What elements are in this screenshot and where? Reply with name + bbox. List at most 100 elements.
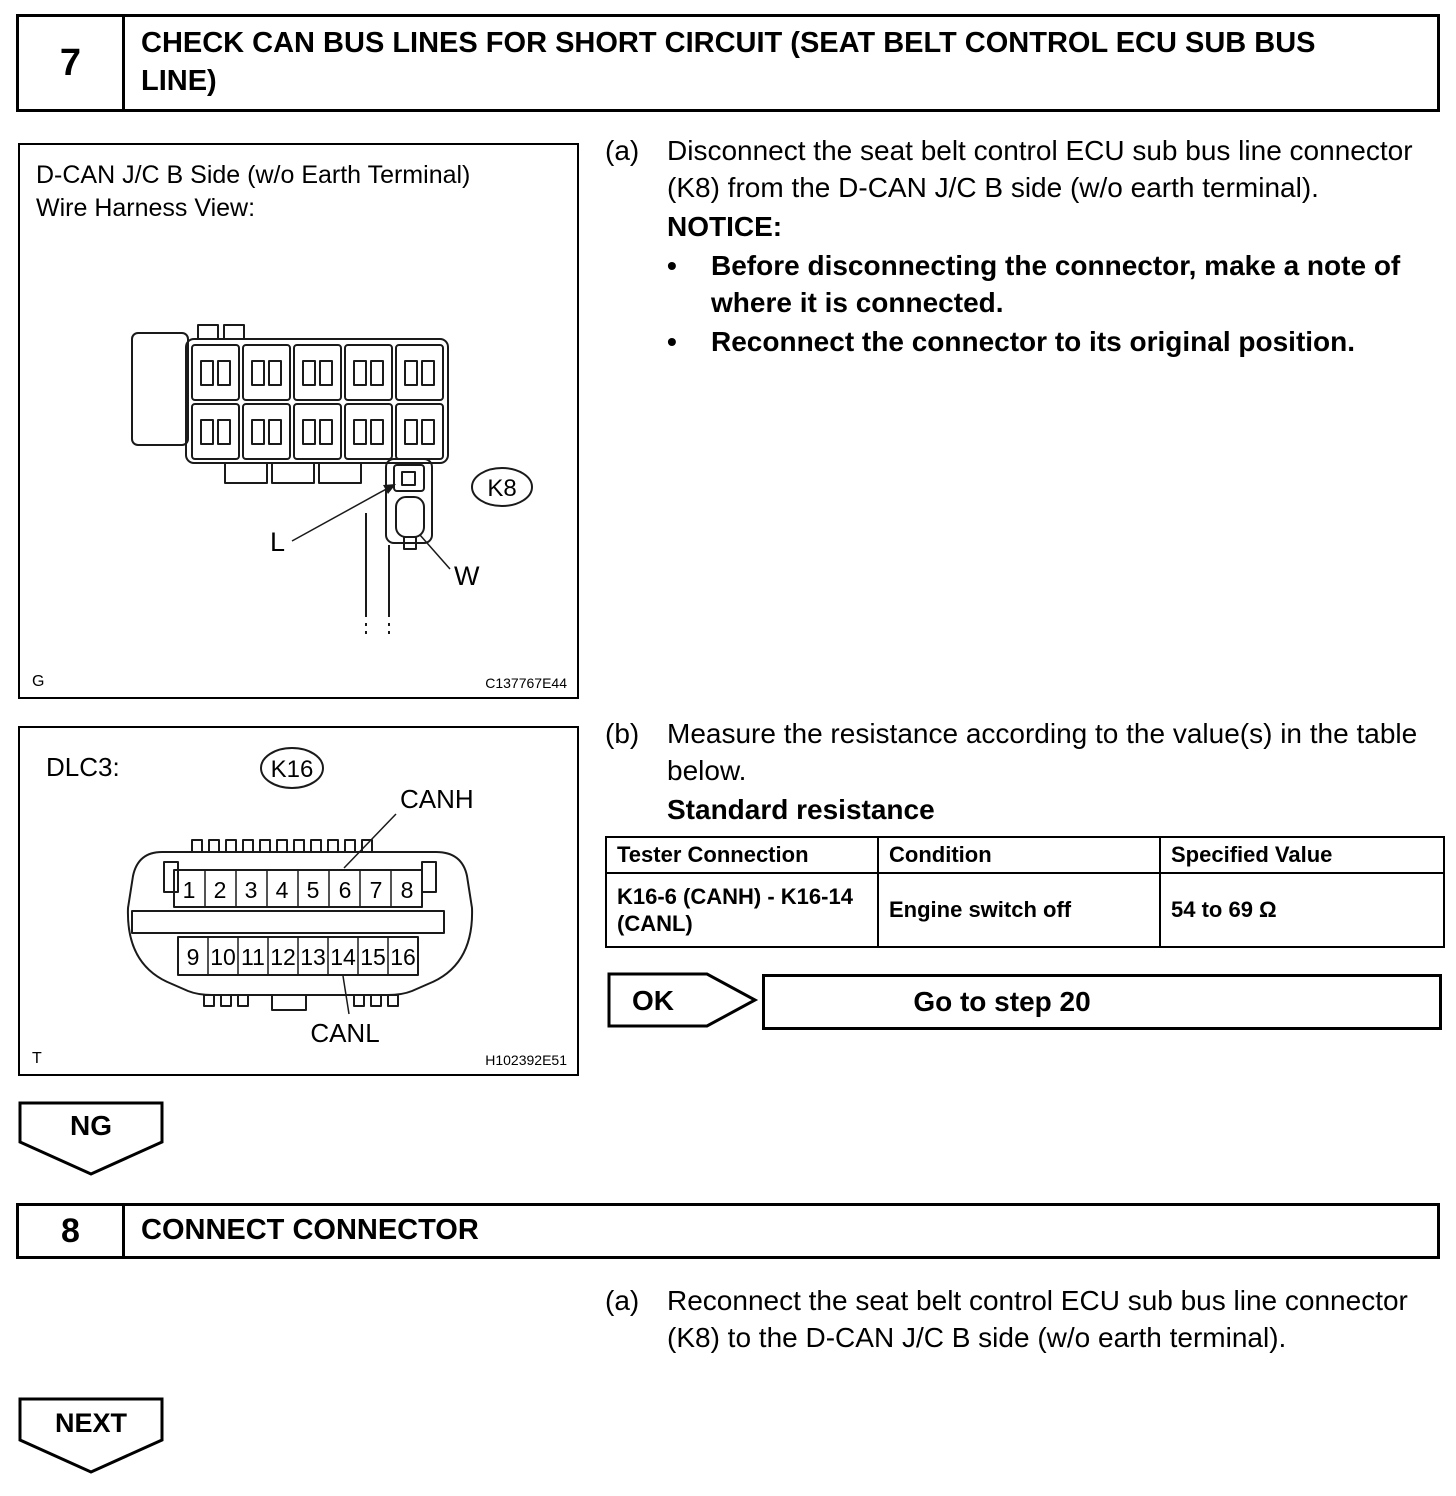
figure-code: H102392E51 [485,1052,567,1068]
table-row: K16-6 (CANH) - K16-14 (CANL) Engine swit… [605,872,1445,948]
sub-bus-wires [365,513,390,639]
pin-number: 1 [183,877,196,903]
pin-numbers-bottom: 9 10 11 12 13 14 15 16 [187,944,416,970]
pin-number: 2 [214,877,227,903]
next-banner-shape [18,1397,164,1474]
connector-cavity [242,344,291,401]
pin-number: 4 [276,877,289,903]
next-banner: NEXT [18,1397,164,1474]
notice-bullet-text: Before disconnecting the connector, make… [711,249,1401,318]
figure-caption-line1: D-CAN J/C B Side (w/o Earth Terminal) [36,161,471,189]
pin-number: 7 [370,877,383,903]
step7-title: CHECK CAN BUS LINES FOR SHORT CIRCUIT (S… [125,17,1437,109]
pin-number: 11 [241,944,265,970]
step8-number: 8 [19,1206,125,1256]
pin-number: 8 [401,877,414,903]
connector-cavity [344,344,393,401]
instruction-a-label: (a) [605,1285,640,1316]
leader-lines [291,486,451,570]
instruction-b-label: (b) [605,718,640,749]
dlc3-caption: DLC3: [46,752,120,782]
resistance-table: Tester Connection Condition Specified Va… [605,836,1445,948]
instruction-b: (b) Measure the resistance according to … [605,716,1450,790]
pin-number: 3 [245,877,258,903]
step8-title: CONNECT CONNECTOR [125,1206,1437,1256]
pin-numbers-top: 1 2 3 4 5 6 7 8 [183,877,414,903]
connector-cavity [395,403,444,460]
connector-cavity [191,344,240,401]
instruction-a: (a) Disconnect the seat belt control ECU… [605,133,1450,207]
ng-label: NG [70,1110,112,1141]
leader-arrowhead-icon [383,484,396,494]
notice-bullet: Reconnect the connector to its original … [667,324,1450,361]
notice-bullet-text: Reconnect the connector to its original … [711,325,1356,357]
dlc3-connector-body [126,839,474,1011]
figure-dlc3: K16 DLC3: CANH CANL 1 2 3 4 5 6 7 8 9 10… [18,726,579,1076]
pin-number: 6 [339,877,352,903]
pin-number: 13 [300,944,326,970]
pin-label-w: W [454,561,480,591]
ok-label: OK [632,985,674,1016]
cell-specified-value: 54 to 69 Ω [1159,872,1445,948]
step7-title-text: CHECK CAN BUS LINES FOR SHORT CIRCUIT (S… [141,27,1316,97]
instruction-a-label: (a) [605,135,640,166]
notice-heading: NOTICE: [667,210,783,242]
table-header-tester-connection: Tester Connection [605,836,879,874]
cell-condition: Engine switch off [877,872,1161,948]
figure-wire-harness: K8 L W D-CAN J/C B Side (w/o Earth Termi… [18,143,579,699]
goto-step-label: Go to step 20 [913,986,1091,1017]
k8-callout-label: K8 [487,475,516,502]
notice-block: NOTICE: Before disconnecting the connect… [667,209,1450,361]
instruction-b-text: Measure the resistance according to the … [667,718,1418,786]
step8-header: 8 CONNECT CONNECTOR [16,1203,1440,1259]
ok-arrow-shape [607,972,759,1028]
connector-cavity [344,403,393,460]
figure-caption-line2: Wire Harness View: [36,193,256,222]
pin-number: 16 [390,944,416,970]
k16-callout [260,747,324,789]
connector-cavity [191,403,240,460]
junction-connector-body [131,324,449,484]
leader-lines [342,813,397,1015]
next-label: NEXT [55,1408,128,1438]
connector-cavity [293,403,342,460]
canh-label: CANH [400,784,474,814]
table-header-row: Tester Connection Condition Specified Va… [605,836,1445,874]
pin-number: 10 [210,944,236,970]
pin-number: 12 [270,944,296,970]
wire-harness-diagram: K8 L W [131,324,533,639]
pin-number: 14 [330,944,356,970]
figure-wire-harness-caption: D-CAN J/C B Side (w/o Earth Terminal) Wi… [36,159,470,224]
cell-tester-connection: K16-6 (CANH) - K16-14 (CANL) [605,872,879,948]
figure-corner-letter: G [32,673,45,690]
notice-bullet: Before disconnecting the connector, make… [667,248,1450,322]
connector-cavity [395,344,444,401]
table-header-specified-value: Specified Value [1159,836,1445,874]
pin-number: 5 [307,877,320,903]
dlc3-diagram: K16 DLC3: CANH CANL 1 2 3 4 5 6 7 8 9 10… [46,747,474,1048]
goto-step-box: Go to step 20 [762,974,1442,1030]
pin-label-l: L [270,527,285,557]
instruction-a-text: Disconnect the seat belt control ECU sub… [667,135,1413,203]
standard-resistance-heading: Standard resistance [667,793,935,825]
k8-callout [471,467,533,507]
step7-header: 7 CHECK CAN BUS LINES FOR SHORT CIRCUIT … [16,14,1440,112]
pin-dividers [204,870,392,975]
pin-number: 15 [360,944,386,970]
k16-callout-label: K16 [271,756,314,783]
step7-instructions-b: (b) Measure the resistance according to … [605,716,1450,829]
step8-title-text: CONNECT CONNECTOR [141,1214,479,1247]
pin-number: 9 [187,944,200,970]
ng-banner: NG [18,1101,164,1176]
table-header-condition: Condition [877,836,1161,874]
figure-corner-letter: T [32,1050,42,1067]
connector-cavity [293,344,342,401]
step7-instructions-a: (a) Disconnect the seat belt control ECU… [605,133,1450,361]
figure-code: C137767E44 [485,675,567,691]
canl-label: CANL [310,1018,379,1048]
connector-cavity [242,403,291,460]
ng-banner-shape [18,1101,164,1176]
step7-number: 7 [19,17,125,109]
k8-sub-connector [385,458,433,550]
